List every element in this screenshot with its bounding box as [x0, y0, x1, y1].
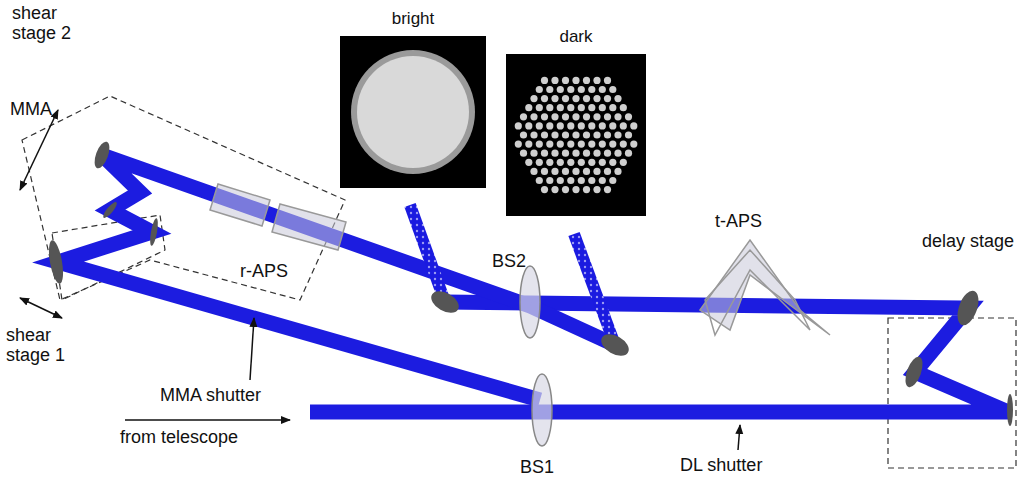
part-label: shear stage 1 [6, 326, 96, 366]
part-label: from telescope [120, 428, 238, 448]
part-label: MMA shutter [160, 386, 261, 406]
part-label: BS1 [520, 458, 554, 478]
part-label: MMA [10, 100, 52, 120]
part-label: shear stage 2 [12, 4, 92, 44]
part-label: t-APS [715, 212, 762, 232]
part-label: r-APS [240, 262, 288, 282]
part-label: BS2 [492, 252, 526, 272]
part-label: dark [551, 28, 601, 47]
part-label: bright [383, 10, 443, 29]
part-label: DL shutter [680, 456, 762, 476]
part-label: delay stage [922, 232, 1014, 252]
